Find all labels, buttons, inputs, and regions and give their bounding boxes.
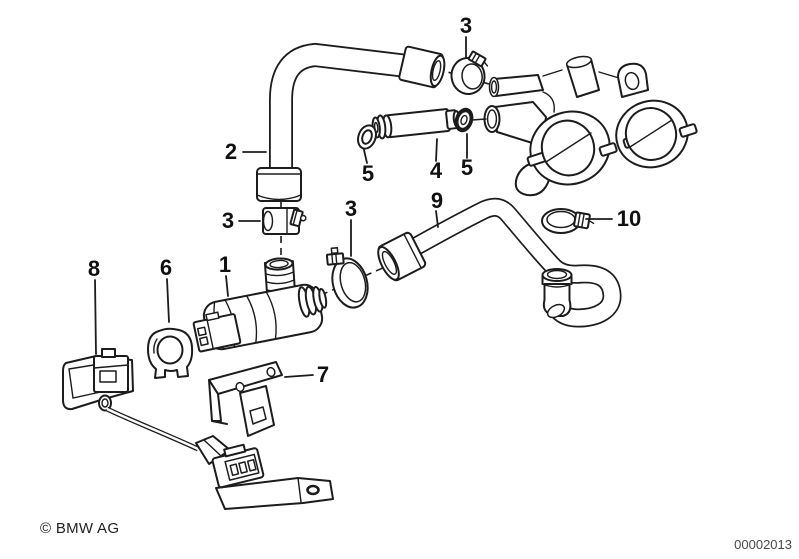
part-label-6[interactable]: 6 <box>159 255 173 280</box>
washer-5-left <box>357 124 377 150</box>
harness-cable-connector <box>105 406 334 510</box>
part-label-10[interactable]: 10 <box>616 206 642 231</box>
hose-2 <box>256 42 446 202</box>
part-label-4[interactable]: 4 <box>429 158 443 183</box>
document-number-text: 00002013 <box>734 537 792 552</box>
part-label-3-top[interactable]: 3 <box>459 13 473 38</box>
clamp-3-top <box>450 50 489 95</box>
manifold-flange-assembly <box>483 55 698 197</box>
part-label-5-right[interactable]: 5 <box>460 155 474 180</box>
copyright-text: © BMW AG <box>40 520 120 537</box>
part-label-3-center[interactable]: 3 <box>344 196 358 221</box>
part-label-9[interactable]: 9 <box>430 188 444 213</box>
holder-6 <box>147 327 194 379</box>
part-label-1[interactable]: 1 <box>218 252 232 277</box>
clamp-10 <box>541 208 595 234</box>
bracket-7 <box>208 361 283 437</box>
washer-5-right <box>454 107 487 133</box>
hose-9 <box>377 197 622 328</box>
part-label-8[interactable]: 8 <box>87 256 101 281</box>
part-label-3-left[interactable]: 3 <box>221 208 235 233</box>
clamp-3-left <box>262 207 307 235</box>
part-label-7[interactable]: 7 <box>316 362 330 387</box>
leader-lines <box>94 36 613 378</box>
part-label-2[interactable]: 2 <box>224 139 238 164</box>
pipe-4 <box>371 108 461 140</box>
clamp-3-center <box>325 247 369 309</box>
connector-boot-8 <box>62 348 134 412</box>
valve-1 <box>192 257 328 353</box>
part-label-5-left[interactable]: 5 <box>361 161 375 186</box>
